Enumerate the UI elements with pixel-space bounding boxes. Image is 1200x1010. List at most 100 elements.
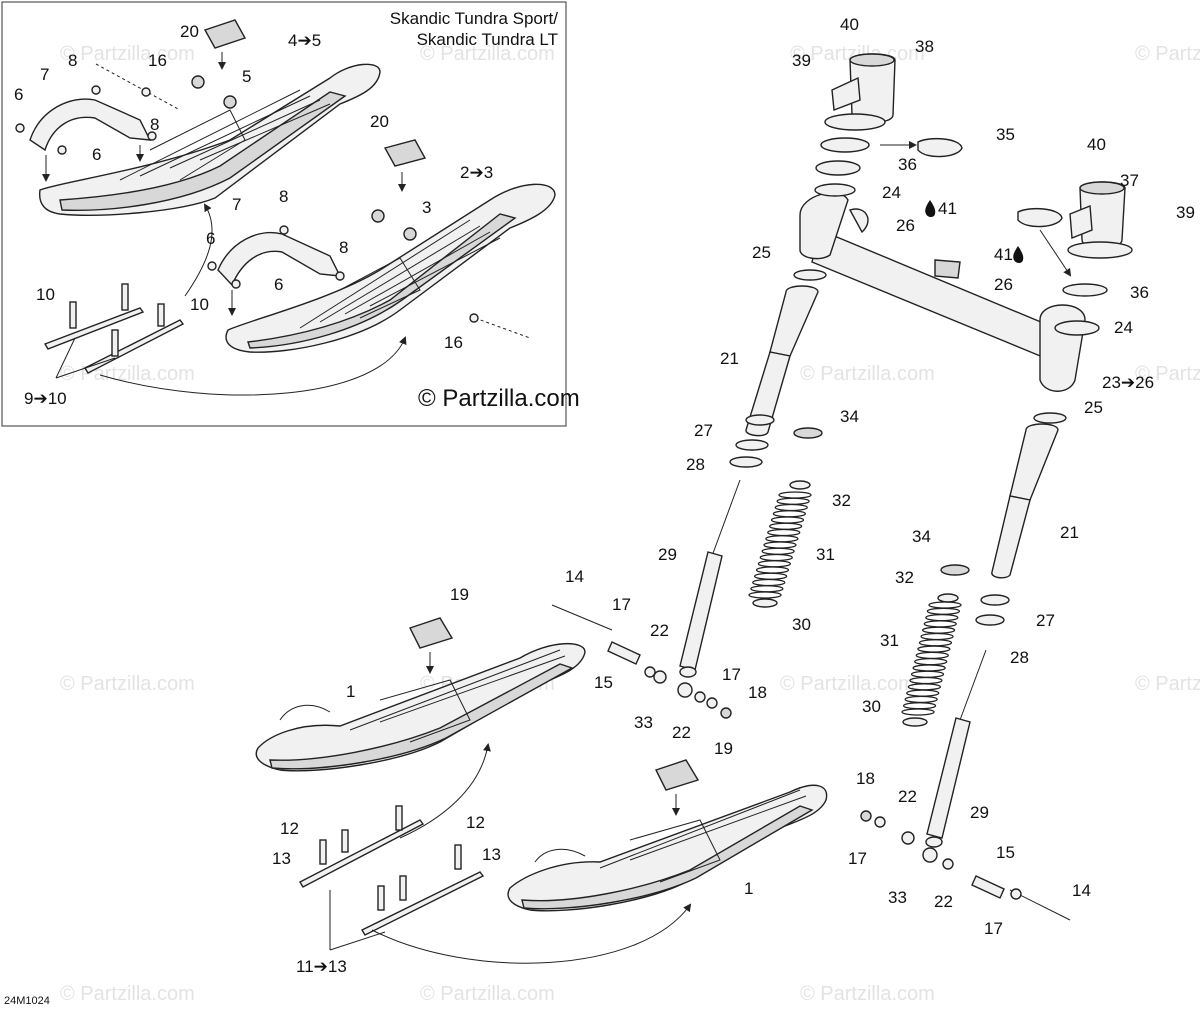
pivot-bolt-left (551, 604, 732, 719)
inset-bumper-upper (203, 19, 247, 49)
grease-drop-icon (925, 200, 936, 217)
svg-text:22: 22 (898, 787, 917, 806)
svg-text:17: 17 (984, 919, 1003, 938)
svg-text:12: 12 (466, 813, 485, 832)
svg-text:34: 34 (840, 407, 859, 426)
spring-coil (757, 560, 792, 568)
svg-text:21: 21 (720, 349, 739, 368)
svg-text:6: 6 (14, 85, 23, 104)
svg-text:29: 29 (970, 803, 989, 822)
svg-text:14: 14 (565, 567, 584, 586)
inset-bumper-lower (383, 139, 427, 167)
svg-text:20: 20 (180, 22, 199, 41)
inset-ski-upper (38, 63, 381, 216)
svg-text:28: 28 (1010, 648, 1029, 667)
svg-text:26: 26 (896, 216, 915, 235)
svg-text:19: 19 (450, 585, 469, 604)
shock-tube-right (991, 423, 1059, 579)
spring-coil (765, 535, 799, 543)
svg-text:32: 32 (832, 491, 851, 510)
shock-left (679, 479, 741, 678)
diagram-code: 24M1024 (4, 995, 50, 1007)
svg-text:17: 17 (722, 665, 741, 684)
spring-coil (914, 657, 948, 666)
spring-right (901, 601, 962, 716)
spring-left (748, 491, 812, 599)
svg-text:38: 38 (915, 37, 934, 56)
svg-text:39: 39 (1176, 203, 1195, 222)
ski-runners (299, 805, 485, 936)
spring-coil (772, 510, 807, 518)
svg-text:34: 34 (912, 527, 931, 546)
spring-coil (750, 585, 784, 593)
svg-text:24: 24 (1114, 318, 1133, 337)
copyright-text: © Partzilla.com (418, 385, 580, 412)
svg-text:14: 14 (1072, 881, 1091, 900)
svg-text:7: 7 (40, 65, 49, 84)
inset-title-line2: Skandic Tundra LT (417, 30, 558, 49)
grease-drop-icon (1013, 246, 1024, 263)
spring-coil (761, 547, 795, 555)
spring-coil (755, 566, 790, 574)
spring-coil (926, 607, 961, 615)
svg-text:© Partzilla.com: © Partzilla.com (1135, 363, 1200, 385)
svg-text:© Partzilla.com: © Partzilla.com (800, 983, 935, 1005)
svg-text:© Partzilla.com: © Partzilla.com (780, 673, 915, 695)
spring-coil (901, 708, 935, 716)
inset-callouts: 20 4➔5 16 5 7 8 6 8 6 20 2➔3 3 7 8 6 8 6… (14, 22, 493, 408)
svg-text:24: 24 (882, 183, 901, 202)
svg-text:6: 6 (92, 145, 101, 164)
spring-coil (917, 645, 951, 653)
inset-frame (1, 1, 567, 427)
svg-text:22: 22 (650, 621, 669, 640)
spring-coil (763, 541, 797, 549)
svg-text:11➔13: 11➔13 (296, 957, 347, 976)
svg-text:6: 6 (274, 275, 283, 294)
spring-coil (925, 613, 959, 622)
spring-coil (767, 528, 801, 537)
svg-text:29: 29 (658, 545, 677, 564)
svg-text:16: 16 (444, 333, 463, 352)
svg-text:© Partzilla.com: © Partzilla.com (1135, 43, 1200, 65)
ski-left (255, 643, 586, 772)
svg-text:10: 10 (36, 285, 55, 304)
inset-ski-lower (225, 183, 556, 353)
svg-text:33: 33 (634, 713, 653, 732)
svg-text:8: 8 (279, 187, 288, 206)
svg-text:20: 20 (370, 112, 389, 131)
svg-text:36: 36 (1130, 283, 1149, 302)
svg-text:© Partzilla.com: © Partzilla.com (60, 43, 195, 65)
svg-text:15: 15 (594, 673, 613, 692)
spring-coil (778, 491, 812, 499)
svg-text:23➔26: 23➔26 (1102, 373, 1154, 392)
svg-text:8: 8 (150, 115, 159, 134)
svg-text:1: 1 (346, 682, 355, 701)
spring-coil (753, 572, 788, 580)
svg-text:19: 19 (714, 739, 733, 758)
spring-coil (902, 702, 937, 710)
svg-text:31: 31 (880, 631, 899, 650)
spring-coil (921, 626, 956, 634)
svg-text:8: 8 (339, 238, 348, 257)
svg-text:37: 37 (1120, 171, 1139, 190)
svg-text:© Partzilla.com: © Partzilla.com (1135, 673, 1200, 695)
svg-text:22: 22 (672, 723, 691, 742)
spring-coil (910, 670, 945, 678)
ski-right (507, 784, 828, 912)
spring-coil (774, 503, 808, 512)
spring-coil (748, 591, 782, 599)
svg-text:17: 17 (848, 849, 867, 868)
svg-text:9➔10: 9➔10 (24, 389, 67, 408)
svg-text:© Partzilla.com: © Partzilla.com (420, 983, 555, 1005)
svg-text:8: 8 (68, 51, 77, 70)
ski-bumper-right (655, 759, 700, 791)
main-callouts: 40 38 39 35 36 40 37 24 41 39 26 25 41 2… (272, 15, 1195, 976)
svg-text:36: 36 (898, 155, 917, 174)
svg-text:40: 40 (840, 15, 859, 34)
svg-text:© Partzilla.com: © Partzilla.com (60, 673, 195, 695)
spring-coil (770, 516, 805, 524)
svg-text:22: 22 (934, 892, 953, 911)
steering-cap-right (1067, 181, 1133, 259)
svg-text:27: 27 (694, 421, 713, 440)
